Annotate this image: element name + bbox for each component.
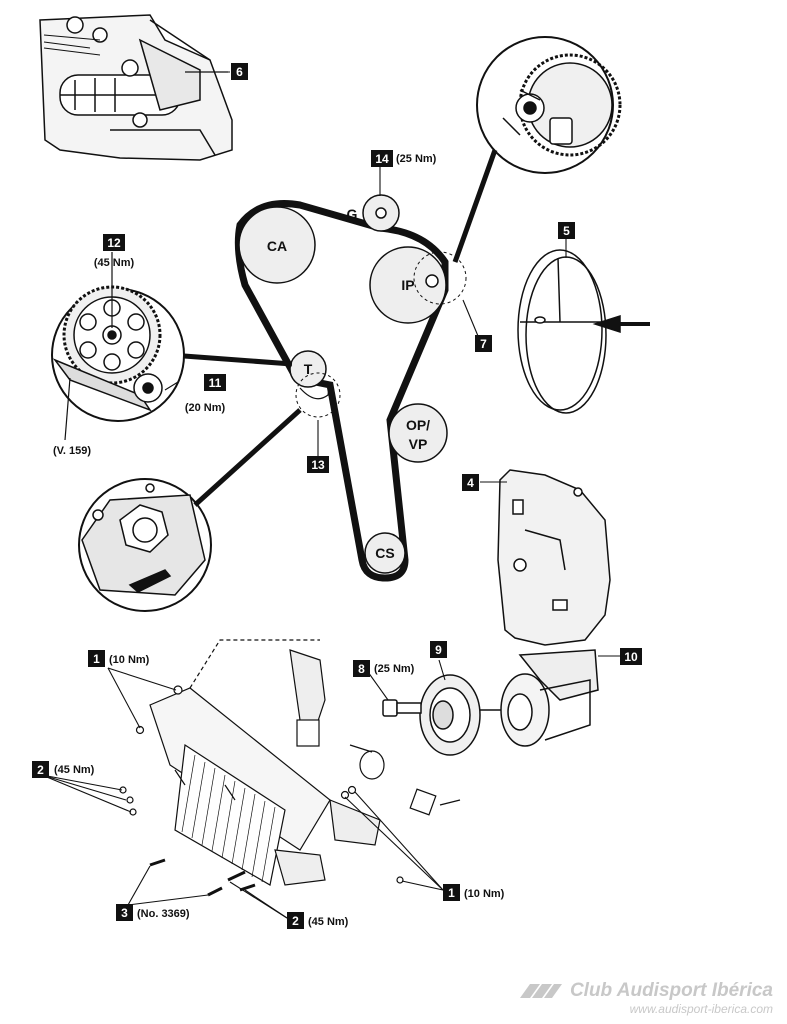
callout-6: 6 xyxy=(231,63,248,80)
callout-4: 4 xyxy=(462,474,479,491)
crank-bolt xyxy=(382,699,422,717)
pulley-t-label: T xyxy=(304,361,313,377)
callout-7-number: 7 xyxy=(480,337,487,351)
timing-belt xyxy=(234,200,449,582)
callout-3-number: 3 xyxy=(121,906,128,920)
callout-2-left-torque: (45 Nm) xyxy=(54,764,95,776)
callout-2-bottom-torque: (45 Nm) xyxy=(308,916,349,928)
callout-12-torque: (45 Nm) xyxy=(94,257,135,269)
callout-6-number: 6 xyxy=(236,65,243,79)
callout-14-torque: (25 Nm) xyxy=(396,153,437,165)
callout-11-number: 11 xyxy=(209,376,222,390)
callout-12: 12 (45 Nm) xyxy=(94,234,135,269)
watermark-brand: Club Audisport Ibérica xyxy=(518,980,773,1002)
callout-1-top-torque: (10 Nm) xyxy=(109,654,150,666)
callout-2-bottom: 2 (45 Nm) xyxy=(287,912,349,929)
callout-8: 8 (25 Nm) xyxy=(353,660,415,677)
tensioner-nut-detail xyxy=(78,478,212,612)
callout-5-number: 5 xyxy=(563,224,570,238)
tool-reference-label: (V. 159) xyxy=(53,445,91,457)
callout-9: 9 xyxy=(430,641,447,658)
radiator-assembly xyxy=(119,639,461,897)
callout-1-bottom-torque: (10 Nm) xyxy=(464,888,505,900)
callout-13: 13 xyxy=(307,456,329,473)
pulley-ip-label: IP xyxy=(401,277,414,293)
callout-1-bottom-number: 1 xyxy=(448,886,455,900)
callout-12-number: 12 xyxy=(107,236,121,250)
pulley-cs-label: CS xyxy=(375,545,394,561)
crank-pulley xyxy=(419,674,505,756)
watermark: Club Audisport Ibérica www.audisport-ibe… xyxy=(518,980,773,1016)
engine-mount-detail xyxy=(39,14,233,161)
callout-14: 14 (25 Nm) xyxy=(371,150,437,167)
callout-1-top-number: 1 xyxy=(93,652,100,666)
pulley-g: G xyxy=(347,194,400,232)
callout-8-number: 8 xyxy=(358,662,365,676)
leader-tensioner xyxy=(183,353,293,367)
leader-nut xyxy=(193,408,302,507)
pulley-op-vp: OP/ VP xyxy=(388,403,448,463)
callout-11-torque: (20 Nm) xyxy=(185,402,226,414)
watermark-url: www.audisport-iberica.com xyxy=(629,1002,773,1016)
front-cover xyxy=(497,469,611,646)
callout-11: 11 (20 Nm) xyxy=(185,374,226,414)
timing-mark-detail xyxy=(517,249,650,414)
pulley-g-label: G xyxy=(347,206,358,222)
callout-1-bottom: 1 (10 Nm) xyxy=(443,884,505,901)
pulley-vp-label: VP xyxy=(409,436,428,452)
camshaft-sprocket-detail xyxy=(476,36,622,174)
callout-10-number: 10 xyxy=(624,650,638,664)
pulley-cs: CS xyxy=(364,532,406,574)
callout-2-left-number: 2 xyxy=(37,763,44,777)
pulley-ip: IP xyxy=(369,246,467,324)
lower-cover-piece xyxy=(500,649,599,747)
callout-leaders xyxy=(41,71,620,919)
callout-7: 7 xyxy=(475,335,492,352)
pulley-ca-label: CA xyxy=(267,238,287,254)
pulley-op-label: OP/ xyxy=(406,417,430,433)
club-logo-icon xyxy=(519,983,562,998)
callout-3: 3 (No. 3369) xyxy=(116,904,190,921)
callout-2-left: 2 (45 Nm) xyxy=(32,761,95,778)
callout-4-number: 4 xyxy=(467,476,474,490)
tensioner-gear-detail xyxy=(51,285,185,422)
callout-8-torque: (25 Nm) xyxy=(374,663,415,675)
callout-3-torque: (No. 3369) xyxy=(137,908,190,920)
pulley-ca: CA xyxy=(238,206,316,284)
callout-14-number: 14 xyxy=(375,152,389,166)
callout-10: 10 xyxy=(620,648,642,665)
callout-2-bottom-number: 2 xyxy=(292,914,299,928)
callout-13-number: 13 xyxy=(311,458,325,472)
leader-sprocket xyxy=(452,149,498,263)
callout-1-top: 1 (10 Nm) xyxy=(88,650,150,667)
watermark-brand-text: Club Audisport Ibérica xyxy=(569,980,773,1001)
callout-5: 5 xyxy=(558,222,575,239)
pulley-t: T xyxy=(289,350,341,418)
callout-9-number: 9 xyxy=(435,643,442,657)
